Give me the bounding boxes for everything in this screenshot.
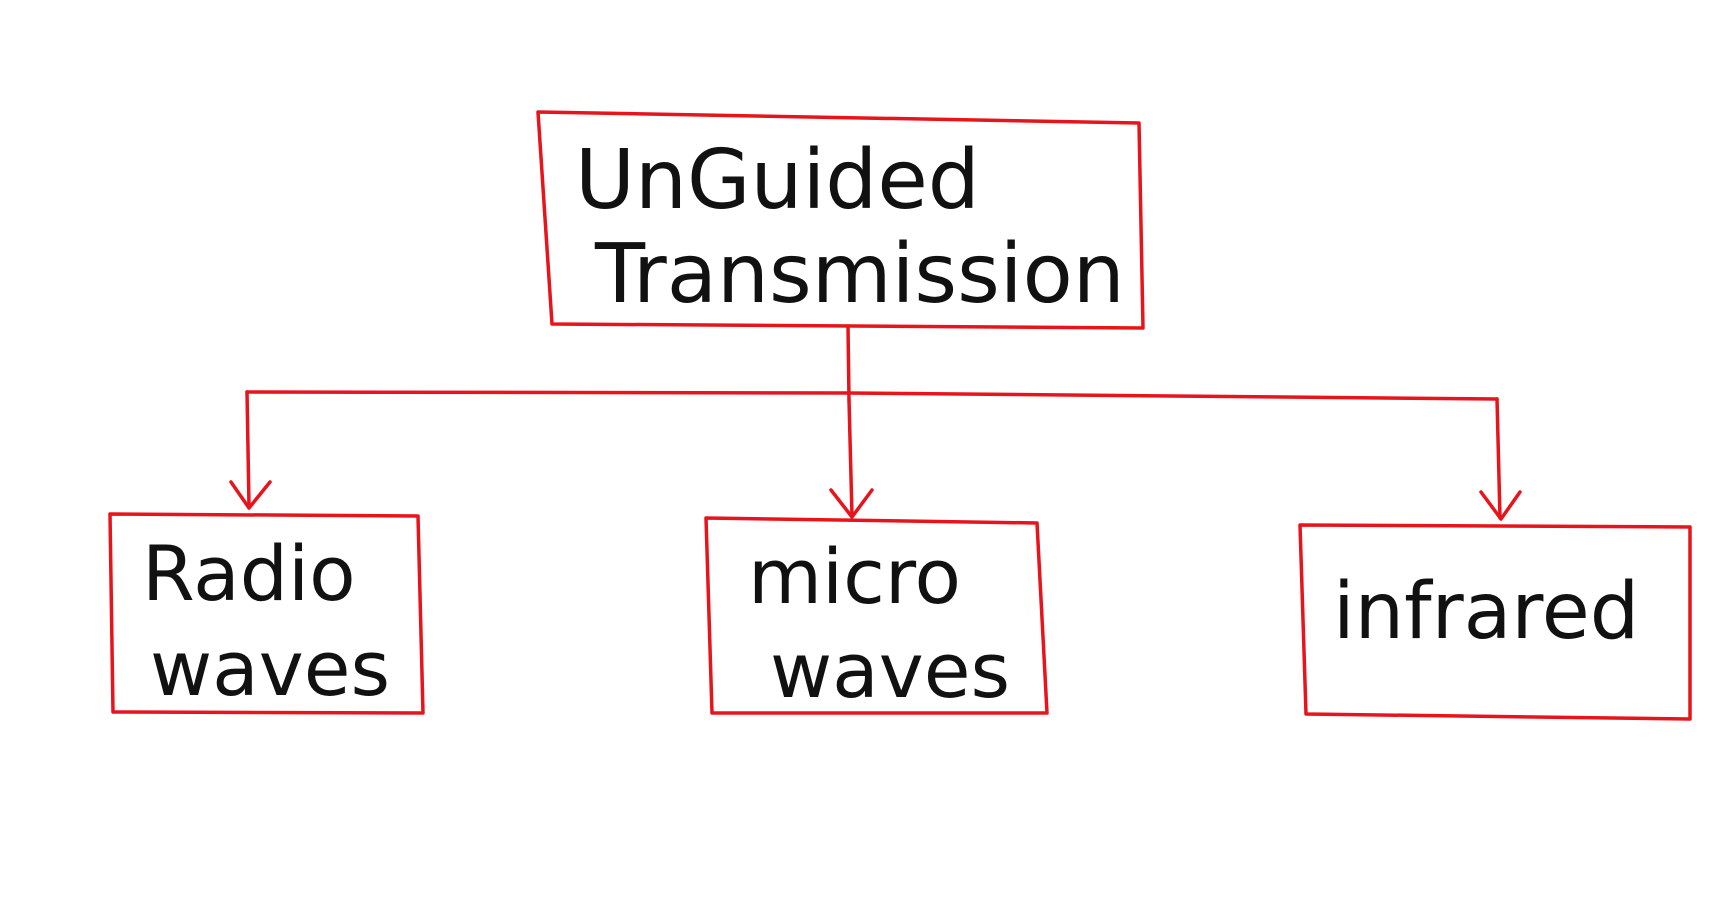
child-node-radio-waves-line-2: waves: [150, 624, 390, 713]
root-node-line-1: UnGuided: [575, 133, 980, 228]
arrow-head-radio-waves: [229, 480, 272, 510]
child-node-micro-waves: micro waves: [704, 516, 1049, 715]
child-node-infrared: infrared: [1298, 523, 1692, 721]
root-node-line-2: Transmission: [594, 227, 1125, 322]
root-node-box: [536, 110, 1145, 330]
connector-to-radio-waves: [245, 390, 251, 508]
connector-to-infrared: [1495, 397, 1502, 520]
child-node-infrared-label: infrared: [1333, 567, 1639, 657]
child-node-radio-waves: Radio waves: [108, 512, 425, 715]
arrow-head-micro-waves: [829, 488, 874, 519]
child-node-radio-waves-label: Radio waves: [142, 529, 390, 713]
root-node: UnGuided Transmission: [536, 110, 1145, 330]
connectors: [229, 324, 1522, 521]
child-node-radio-waves-box: [108, 512, 425, 715]
child-node-infrared-box: [1298, 523, 1692, 721]
root-node-label: UnGuided Transmission: [575, 133, 1125, 322]
child-node-micro-waves-label: micro waves: [748, 532, 1010, 715]
child-node-micro-waves-line-1: micro: [748, 532, 961, 621]
child-node-radio-waves-line-1: Radio: [142, 529, 356, 618]
child-node-micro-waves-box: [704, 516, 1049, 715]
child-node-infrared-line-1: infrared: [1333, 567, 1639, 657]
child-node-micro-waves-line-2: waves: [770, 626, 1010, 715]
connector-bus: [245, 390, 1499, 401]
connector-trunk: [846, 324, 851, 402]
arrow-head-infrared: [1479, 490, 1522, 521]
connector-to-micro-waves: [847, 398, 854, 518]
